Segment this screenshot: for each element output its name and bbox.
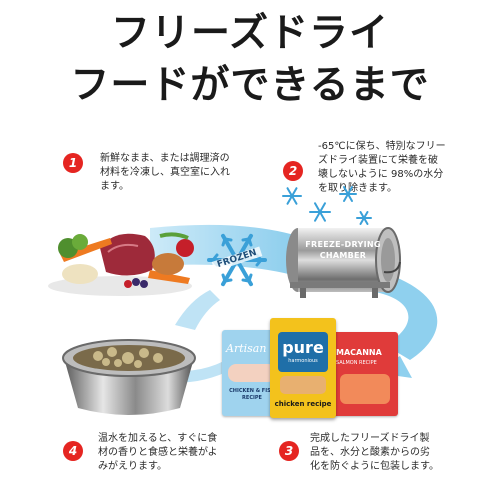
step-4-number: 4 xyxy=(68,444,77,458)
chamber-label-line-2: CHAMBER xyxy=(319,251,367,260)
package-artisan-text: CHICKEN & FISH RECIPE xyxy=(229,388,275,401)
package-pure-label-panel xyxy=(278,332,328,372)
package-macanna: MACANNA SALMON RECIPE xyxy=(332,332,398,416)
package-pure-food-photo xyxy=(280,376,326,394)
title-line-1: フリーズドライ xyxy=(110,11,390,56)
snowflake-cluster-icon xyxy=(282,186,372,225)
step-2-text: -65℃に保ち、特別なフリー ズドライ装置にて栄養を破 壊しないように 98%の… xyxy=(318,141,446,194)
package-pure-text: chicken recipe xyxy=(274,400,332,408)
step-4-text: 温水を加えると、すぐに食 材の香りと食感と栄養がよ みがえります。 xyxy=(98,433,218,472)
chamber-label-line-1: FREEZE-DRYING xyxy=(305,240,381,249)
title-line-2: フードができるまで xyxy=(70,63,430,108)
package-artisan-brand: Artisan xyxy=(226,342,267,355)
step-3-number-icon: 3 xyxy=(278,440,300,462)
step-1-text: 新鮮なまま、または調理済の 材料を冷凍し、真空室に入れ ます。 xyxy=(100,153,230,192)
step-3-text: 完成したフリーズドライ製 品を、水分と酸素からの劣 化を防ぐように包装します。 xyxy=(310,433,439,472)
step-2-number-icon: 2 xyxy=(282,160,304,182)
step-1-number: 1 xyxy=(69,156,77,170)
step-2-number: 2 xyxy=(289,164,297,178)
dog-food-bowl-image xyxy=(62,339,196,415)
package-artisan-food-photo xyxy=(228,364,276,382)
package-pure-brand: pure xyxy=(282,338,324,357)
package-pure: pure harmonious chicken recipe xyxy=(270,318,336,418)
fresh-food-image xyxy=(48,232,194,296)
package-macanna-food-photo xyxy=(340,374,390,404)
package-macanna-text: SALMON RECIPE xyxy=(336,360,377,366)
step-1-number-icon: 1 xyxy=(62,152,84,174)
package-pure-sub: harmonious xyxy=(288,358,318,364)
step-4-number-icon: 4 xyxy=(62,440,84,462)
step-3-number: 3 xyxy=(285,444,293,458)
freeze-drying-chamber-image xyxy=(286,227,401,298)
package-macanna-brand: MACANNA xyxy=(336,348,382,357)
